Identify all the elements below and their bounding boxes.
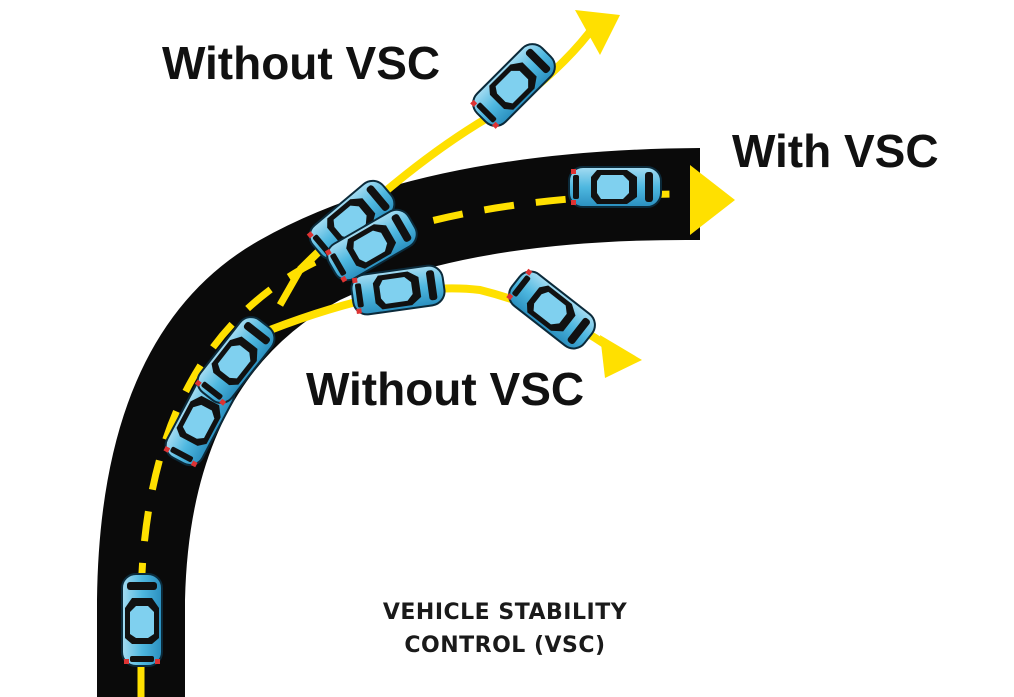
label-without-vsc-top: Without VSC <box>162 37 441 89</box>
label-with-vsc: With VSC <box>732 125 939 177</box>
diagram-caption: VEHICLE STABILITY CONTROL (VSC) <box>340 596 670 662</box>
road-icon <box>97 148 700 697</box>
label-without-vsc-bottom: Without VSC <box>306 363 585 415</box>
caption-line-2: CONTROL (VSC) <box>404 633 606 658</box>
caption-line-1: VEHICLE STABILITY <box>382 600 628 625</box>
